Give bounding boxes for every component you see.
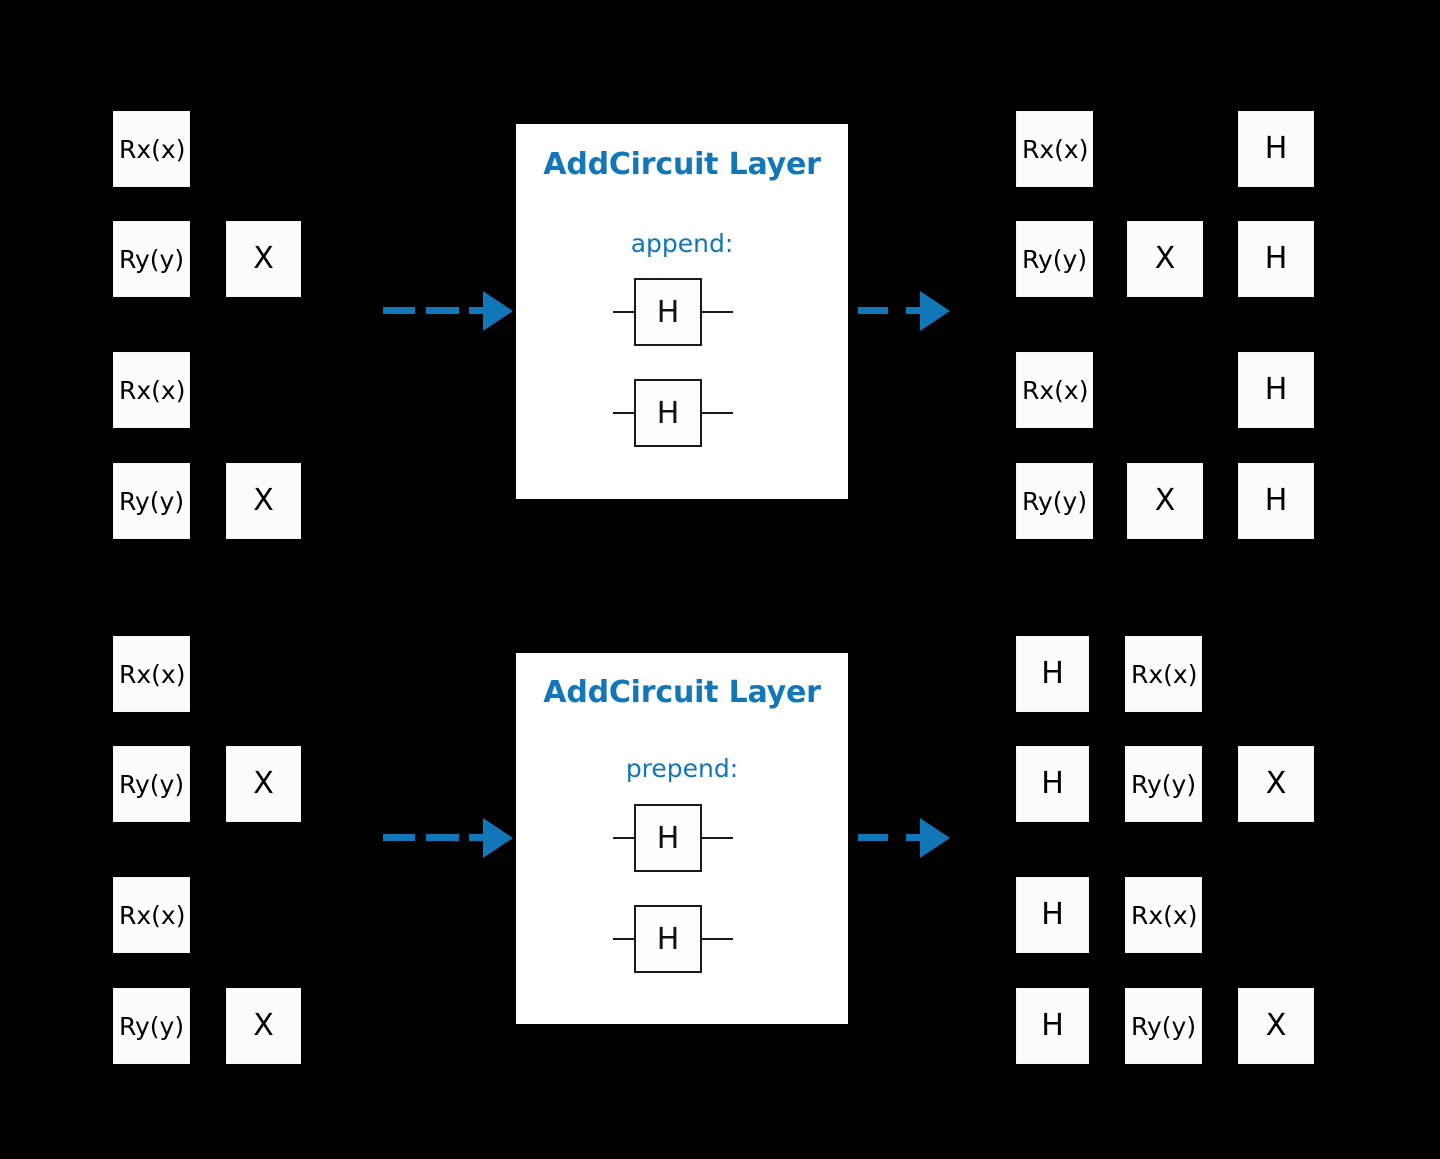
arrow-dash-segment	[858, 834, 888, 841]
gate-rx: Rx(x)	[113, 111, 190, 187]
gate-h: H	[1016, 746, 1089, 822]
arrow-head-icon	[483, 291, 513, 331]
gate-x: X	[226, 463, 301, 539]
gate-x: X	[226, 746, 301, 822]
wire-right	[701, 311, 733, 313]
gate-x: X	[1127, 221, 1203, 297]
gate-x: X	[226, 988, 301, 1064]
arrow-dash-segment	[469, 307, 491, 314]
gate-rx: Rx(x)	[1125, 877, 1202, 953]
arrow-dash-segment	[426, 307, 459, 314]
gate-x: X	[1127, 463, 1203, 539]
inner-h-gate-2: H	[613, 379, 733, 447]
arrow-dash-segment	[383, 834, 415, 841]
gate-ry: Ry(y)	[1016, 463, 1093, 539]
gate-h: H	[1016, 877, 1089, 953]
gate-ry: Ry(y)	[1125, 746, 1202, 822]
wire-left	[613, 938, 635, 940]
gate-ry: Ry(y)	[113, 463, 190, 539]
gate-rx: Rx(x)	[113, 636, 190, 712]
arrow-dash-segment	[383, 307, 415, 314]
gate-ry: Ry(y)	[1125, 988, 1202, 1064]
gate-ry: Ry(y)	[1016, 221, 1093, 297]
gate-h: H	[1238, 111, 1314, 187]
gate-rx: Rx(x)	[1125, 636, 1202, 712]
inner-h-gate-1: H	[613, 804, 733, 872]
gate-h: H	[1016, 988, 1089, 1064]
arrow-out-of-panel-prepend	[858, 818, 973, 858]
arrow-dash-segment	[426, 834, 459, 841]
arrow-dash-segment	[906, 834, 928, 841]
h-gate-box: H	[634, 804, 702, 872]
wire-left	[613, 412, 635, 414]
arrow-dash-segment	[858, 307, 888, 314]
inner-h-gate-1: H	[613, 278, 733, 346]
arrow-into-panel-append	[383, 291, 513, 331]
arrow-head-icon	[483, 818, 513, 858]
panel-title: AddCircuit Layer	[543, 147, 821, 182]
h-gate-box: H	[634, 379, 702, 447]
gate-h: H	[1238, 221, 1314, 297]
wire-left	[613, 311, 635, 313]
h-gate-box: H	[634, 278, 702, 346]
h-gate-box: H	[634, 905, 702, 973]
gate-rx: Rx(x)	[113, 352, 190, 428]
gate-rx: Rx(x)	[113, 877, 190, 953]
gate-rx: Rx(x)	[1016, 352, 1093, 428]
gate-ry: Ry(y)	[113, 746, 190, 822]
gate-x: X	[226, 221, 301, 297]
gate-x: X	[1238, 988, 1314, 1064]
gate-ry: Ry(y)	[113, 988, 190, 1064]
wire-right	[701, 938, 733, 940]
wire-right	[701, 837, 733, 839]
addcircuit-layer-panel-prepend: AddCircuit Layer prepend: H H	[516, 653, 848, 1024]
gate-x: X	[1238, 746, 1314, 822]
wire-right	[701, 412, 733, 414]
wire-left	[613, 837, 635, 839]
arrow-into-panel-prepend	[383, 818, 513, 858]
arrow-dash-segment	[469, 834, 491, 841]
gate-h: H	[1016, 636, 1089, 712]
gate-h: H	[1238, 352, 1314, 428]
arrow-head-icon	[920, 291, 950, 331]
gate-h: H	[1238, 463, 1314, 539]
panel-title: AddCircuit Layer	[543, 675, 821, 710]
addcircuit-layer-panel-append: AddCircuit Layer append: H H	[516, 124, 848, 499]
panel-mode-label: prepend:	[625, 754, 739, 783]
panel-mode-label: append:	[630, 229, 734, 258]
gate-ry: Ry(y)	[113, 221, 190, 297]
arrow-dash-segment	[906, 307, 928, 314]
arrow-head-icon	[920, 818, 950, 858]
gate-rx: Rx(x)	[1016, 111, 1093, 187]
arrow-out-of-panel-append	[858, 291, 973, 331]
inner-h-gate-2: H	[613, 905, 733, 973]
